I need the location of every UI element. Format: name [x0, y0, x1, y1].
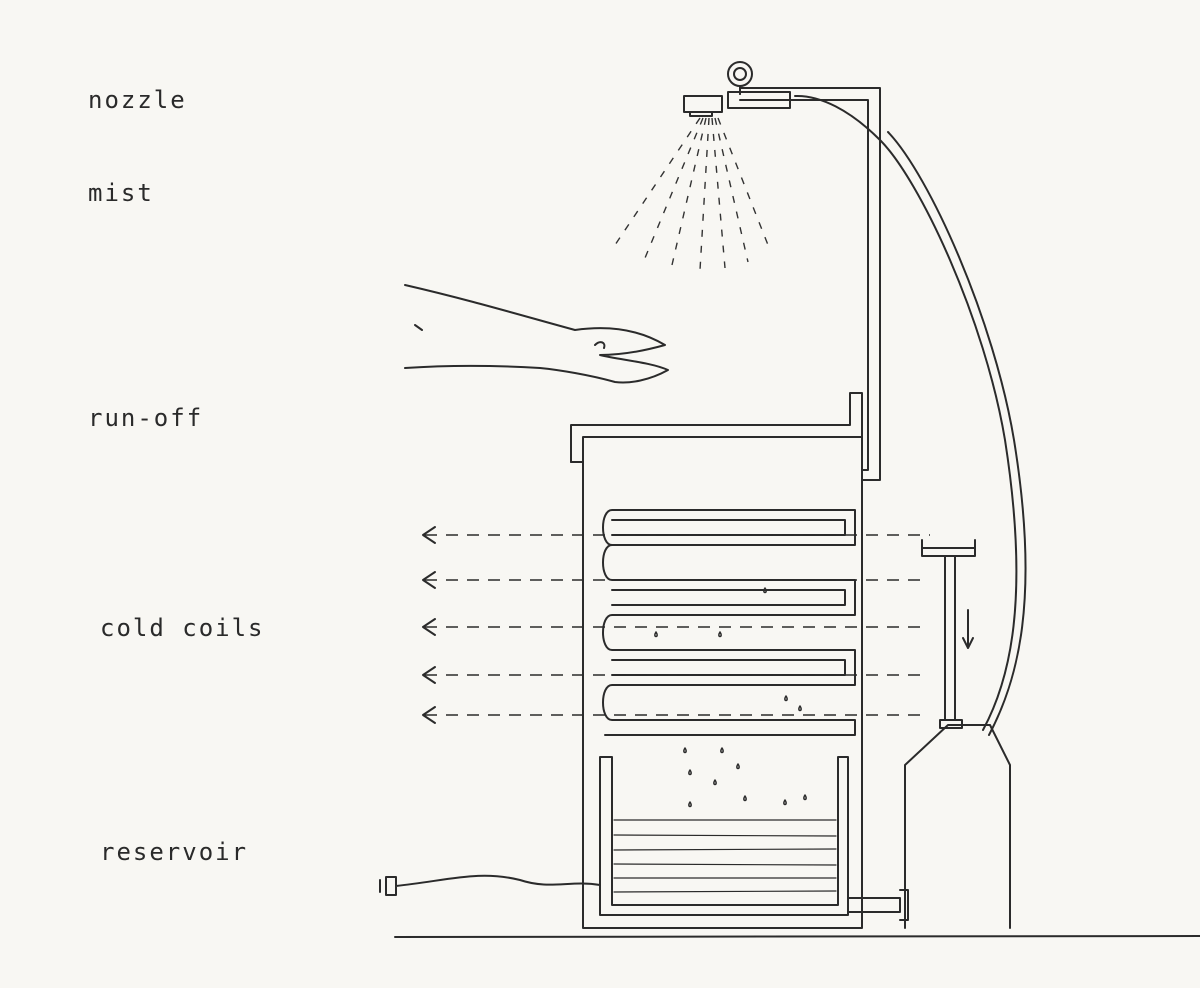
- cabinet: [570, 392, 863, 929]
- power-plug-icon: [379, 874, 601, 896]
- cold-coils: [602, 509, 856, 736]
- droplets: [654, 587, 807, 808]
- label-cold-coils: cold coils: [100, 614, 265, 642]
- nozzle-icon: [683, 95, 723, 117]
- pressure-hose: [794, 94, 1027, 736]
- mist-spray: [614, 117, 771, 271]
- label-nozzle: nozzle: [88, 86, 187, 114]
- airflow-arrows: [422, 526, 930, 724]
- label-reservoir: reservoir: [100, 838, 249, 866]
- supply-pipe: [727, 61, 881, 481]
- hand: [404, 284, 669, 384]
- label-mist: mist: [88, 179, 154, 207]
- ground-line: [394, 935, 1200, 938]
- pump-bottle: [904, 539, 1011, 929]
- label-run-off: run-off: [88, 404, 204, 432]
